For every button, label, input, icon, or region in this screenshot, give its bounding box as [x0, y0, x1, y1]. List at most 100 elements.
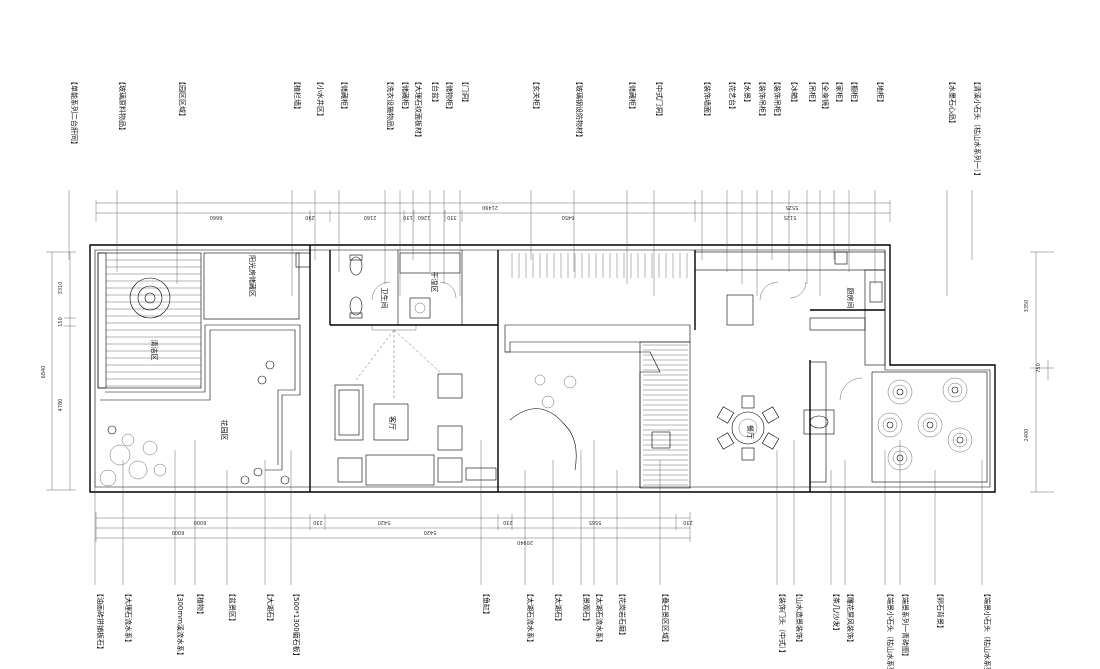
dimension-label: 5420 — [424, 529, 437, 535]
side-dimension-label: 3310 — [58, 282, 64, 295]
top-callout-label: 【单能系列二台肝同】 — [70, 78, 79, 148]
bottom-callout-label: 【鱼缸】 — [482, 590, 491, 618]
side-dimension-label: 2400 — [1024, 429, 1030, 442]
bottom-callout-label: 【卵石背景】 — [936, 590, 945, 632]
bottom-callout-label: 【500*1300磨石板】 — [292, 590, 301, 660]
top-callout-label: 【橱柜】 — [850, 78, 859, 106]
dimension-label: 6000 — [172, 529, 185, 535]
dimension-label: 130 — [403, 214, 413, 220]
top-callout-label: 【洗衣设施物品】 — [386, 78, 395, 134]
dimension-label: 330 — [447, 214, 457, 220]
top-callout-label: 【全身镜】 — [821, 78, 830, 113]
room-label: 餐厅 — [746, 425, 755, 439]
room-label: 卫生间 — [380, 288, 389, 309]
bottom-callout-label: 【植物】 — [196, 590, 205, 618]
bottom-callout-label: 【叠石景区区域】 — [661, 590, 670, 646]
top-callout-label: 【门洞】 — [461, 78, 470, 106]
dimension-label: 5125 — [784, 214, 797, 220]
room-label: 清洁区 — [150, 340, 159, 361]
top-callout-label: 【中式门洞】 — [655, 78, 664, 120]
living-room-furniture — [334, 325, 497, 486]
room-label: 厨房间 — [846, 288, 855, 309]
top-callout-label: 【家柜】 — [835, 78, 844, 106]
dimension-label: 290 — [305, 214, 315, 220]
dimension-label: 230 — [313, 519, 323, 525]
bottom-callout-label: 【景观石】 — [582, 590, 590, 625]
bottom-callout-label: 【端景系列一青砖图】 — [901, 590, 910, 660]
dimension-label: 20940 — [517, 539, 533, 545]
dimension-label: 6000 — [194, 519, 207, 525]
dining-area — [716, 361, 835, 483]
bottom-callout-label: 【太湖石】 — [554, 590, 563, 625]
bottom-callout-label: 【茶几/沙发】 — [832, 590, 841, 634]
bottom-callout-label: 【山水造景装饰】 — [795, 590, 804, 646]
top-callout-label: 【玻璃钢设防物材】 — [575, 78, 584, 141]
bottom-callout-label: 【大湖石】 — [266, 590, 275, 625]
top-callout-label: 【储藏柜】 — [628, 78, 637, 113]
top-callout-label: 【储藏柜】 — [401, 78, 410, 113]
top-callout-label: 【植栏墙】 — [293, 78, 302, 113]
zen-garden — [839, 371, 988, 483]
top-dimension-lines — [95, 200, 891, 222]
top-callout-label: 【水墨石心品】 — [948, 78, 957, 127]
top-callout-label: 【储物柜】 — [445, 78, 454, 113]
bottom-callout-label: 【大理石流水系】 — [124, 590, 133, 646]
dimension-label: 230 — [503, 519, 513, 525]
top-callout-label: 【装饰墙面】 — [703, 78, 712, 120]
top-callout-label: 【冰箱】 — [790, 78, 799, 106]
dimension-label: 5525 — [786, 204, 799, 210]
side-dimension-label: 750 — [1036, 363, 1042, 373]
top-callout-label: 【玻璃原料物品】 — [118, 78, 127, 134]
top-callout-label: 【装饰吊柜】 — [758, 78, 767, 120]
sunroom-storage — [203, 252, 311, 320]
side-dimension-label: 6840 — [41, 366, 47, 379]
side-dimension-label: 4780 — [58, 399, 64, 412]
top-callout-label: 【大理石纹面板材】 — [414, 78, 423, 141]
bottom-callout-label: 【装饰门头（中式）】 — [778, 590, 787, 657]
room-label: 花园区 — [220, 420, 229, 441]
bottom-callout-label: 【300mm溪流水系】 — [176, 590, 185, 659]
side-dimension-label: 3350 — [1024, 300, 1030, 313]
courtyard — [504, 253, 691, 489]
top-callout-label: 【水景】 — [743, 78, 752, 106]
bottom-callout-label: 【太湖石流水系】 — [526, 590, 535, 646]
dimension-label: 2160 — [364, 214, 377, 220]
dimension-label: 6450 — [562, 214, 575, 220]
top-callout-label: 【花艺台】 — [728, 78, 737, 113]
top-callout-label: 【小水井区】 — [316, 78, 325, 120]
dimension-label: 5420 — [378, 519, 391, 525]
top-callout-label: 【吊柜】 — [808, 78, 817, 106]
side-dimension-label: 150 — [58, 317, 64, 327]
top-callout-label: 【台盆】 — [431, 78, 440, 106]
dimension-label: 21490 — [482, 204, 498, 210]
room-label: 客厅 — [388, 416, 397, 430]
kitchen — [694, 251, 886, 366]
top-callout-label: 【玄关柜】 — [532, 78, 541, 113]
top-leader-lines — [68, 190, 973, 296]
bottom-callout-label: 【端景小石头（枯山水系列三）】 — [886, 590, 895, 669]
dimension-label: 230 — [683, 519, 693, 525]
room-label: 干湿区 — [430, 272, 439, 293]
top-callout-label: 【装饰吊柜】 — [773, 78, 782, 120]
top-callout-label: 【园区区域】 — [178, 78, 187, 120]
bottom-callout-label: 【太湖石流水系】 — [595, 590, 604, 646]
dimension-label: 1260 — [418, 214, 431, 220]
bottom-callout-label: 【盆景区】 — [228, 590, 237, 625]
bottom-callout-label: 【花岗岩石磨】 — [618, 590, 627, 639]
top-callout-label: 【储藏柜】 — [340, 78, 349, 113]
top-callouts: 【单能系列二台肝同】 【玻璃原料物品】 【园区区域】 【植栏墙】 【小水井区】 【储藏柜】… — [70, 78, 982, 180]
room-label: 阳光房储藏区 — [248, 255, 257, 297]
bottom-dimension-lines — [95, 512, 691, 542]
bottom-callout-label: 【端景小石头（枯山水系列二）】 — [983, 590, 992, 669]
top-callout-label: 【清溪小石头（枯山水系列一）】 — [973, 78, 982, 180]
clean-area-grid — [97, 252, 202, 389]
bottom-callout-label: 【雕花屏风装饰】 — [846, 590, 855, 646]
garden-area — [99, 324, 301, 487]
bottom-leader-lines — [94, 440, 983, 585]
top-callout-label: 【地柜】 — [876, 78, 885, 106]
bathroom — [349, 252, 461, 319]
outer-walls — [89, 244, 996, 493]
